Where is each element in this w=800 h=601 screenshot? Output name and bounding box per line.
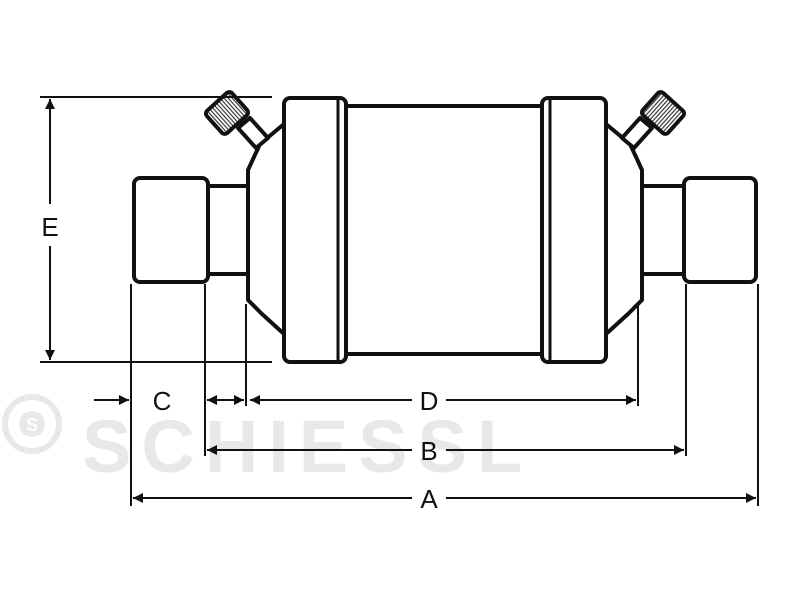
dimension-label-c: C	[153, 386, 172, 416]
watermark-logo-glyph: S	[26, 415, 38, 435]
right-end-cap	[604, 122, 644, 336]
dimension-label-a: A	[420, 484, 438, 514]
dimension-lines	[45, 99, 756, 503]
right-access-valve	[620, 90, 687, 150]
dimension-label-b: B	[420, 436, 437, 466]
left-connector-stub	[206, 184, 250, 276]
center-shell	[344, 104, 544, 356]
filter-drier-body	[132, 90, 758, 364]
right-connector-stub	[640, 184, 686, 276]
right-connector-nut	[682, 176, 758, 284]
watermark: S SCHIESSL	[2, 394, 532, 488]
left-connector-nut	[132, 176, 210, 284]
watermark-logo-icon: S	[2, 394, 62, 454]
right-flange	[540, 96, 608, 364]
dimension-label-d: D	[420, 386, 439, 416]
watermark-brand: SCHIESSL	[82, 405, 532, 488]
flange-grooves	[336, 100, 552, 360]
extension-lines	[40, 96, 759, 506]
dimension-label-e: E	[41, 212, 58, 242]
left-access-valve	[203, 90, 270, 150]
left-end-cap	[246, 122, 286, 336]
